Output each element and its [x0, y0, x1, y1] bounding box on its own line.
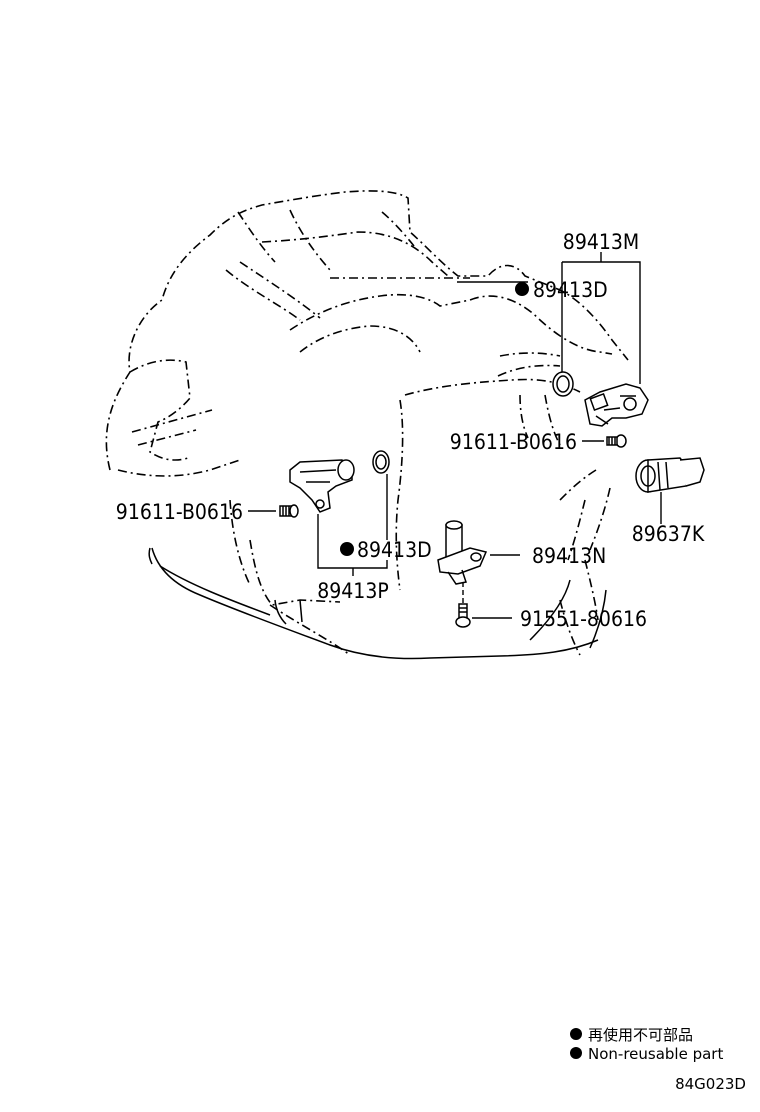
- speed-sensor-89413N: [437, 520, 488, 585]
- label-89413D-mid: 89413D: [357, 538, 432, 562]
- bracket-89413M: [561, 252, 641, 384]
- label-89413P: 89413P: [317, 579, 388, 603]
- legend-bullet-ja: [570, 1028, 582, 1040]
- transmission-pan-outline: [148, 547, 607, 660]
- o-ring-89413D-upper-inner: [556, 375, 570, 393]
- label-89413D-upper: 89413D: [533, 278, 608, 302]
- label-89637K: 89637K: [632, 522, 705, 546]
- bracket-89413P: [317, 514, 388, 576]
- non-reusable-bullet-mid: [340, 542, 354, 556]
- speed-sensor-89413M: [584, 383, 649, 427]
- legend-bullet-en: [570, 1047, 582, 1059]
- legend: 再使用不可部品 Non-reusable part: [570, 1026, 723, 1063]
- bolt-91551: [455, 582, 471, 628]
- legend-text-en: Non-reusable part: [588, 1045, 723, 1063]
- label-91611-right: 91611-B0616: [450, 430, 577, 454]
- label-91611-left: 91611-B0616: [116, 500, 243, 524]
- figure-code: 84G023D: [675, 1075, 746, 1093]
- o-ring-89413D-mid-inner: [375, 454, 387, 470]
- label-89413N: 89413N: [532, 544, 606, 568]
- legend-text-ja: 再使用不可部品: [588, 1026, 693, 1044]
- transmission-case-outline: [105, 190, 629, 656]
- pressure-sensor-89637K: [635, 457, 705, 493]
- label-89413M: 89413M: [563, 230, 639, 254]
- label-91551: 91551-80616: [520, 607, 647, 631]
- bolt-91611-left: [279, 504, 299, 518]
- bolt-91611-right: [606, 434, 627, 448]
- non-reusable-bullet-upper: [515, 282, 529, 296]
- speed-sensor-89413P: [289, 459, 355, 513]
